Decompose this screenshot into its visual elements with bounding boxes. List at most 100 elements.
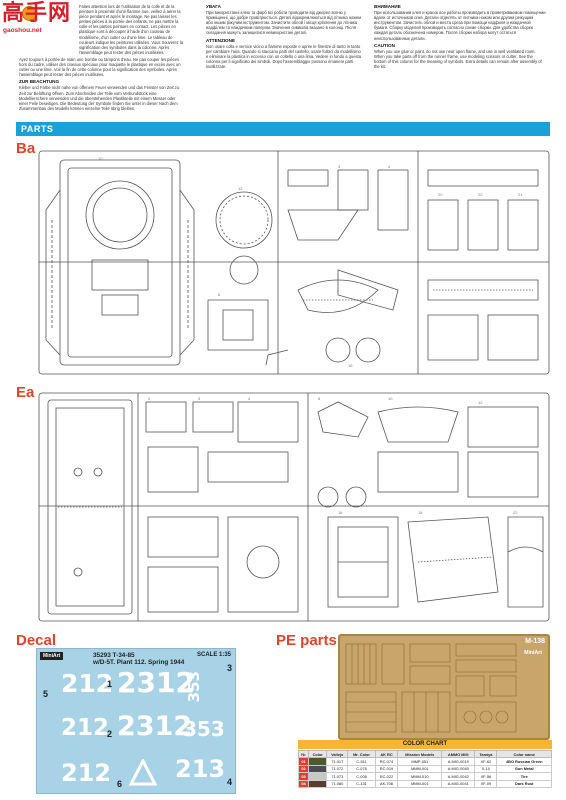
- warnings-column-ru-en: ВНИМАНИЕ При использовании клея и красок…: [374, 4, 546, 71]
- color-chart-table: № Color Vallejo Mr. Color AK RC Mission …: [297, 750, 552, 788]
- decal-marker: 3: [227, 663, 233, 673]
- column-header: №: [297, 750, 310, 758]
- decal-sheet: MiniArt 35293 T-34-85 w/D-5T. Plant 112.…: [36, 648, 236, 794]
- svg-text:22: 22: [478, 192, 483, 197]
- warning-ru-text: При использовании клея и красок все рабо…: [374, 10, 546, 41]
- warning-de-text: Kleber und Farbe nicht nahe von offenem …: [19, 85, 180, 111]
- pe-fret: M-138 MiniArt: [338, 634, 550, 740]
- section-label-decal: Decal: [16, 632, 57, 649]
- color-swatch: [308, 757, 328, 766]
- warning-fr-more: Ayez toujours à portée de main une bombe…: [19, 56, 181, 78]
- warning-ua-title: УВАГА: [206, 4, 221, 9]
- column-header: Color: [308, 750, 328, 758]
- svg-text:10: 10: [388, 396, 393, 401]
- decal-title-line2: w/D-5T. Plant 112. Spring 1944: [93, 659, 185, 667]
- svg-text:15: 15: [348, 363, 353, 368]
- mission-code: MMP-051: [397, 757, 443, 766]
- vallejo-code: 71.017: [326, 757, 349, 766]
- svg-text:3: 3: [338, 164, 341, 169]
- decal-marker: 4: [227, 777, 233, 787]
- vallejo-code: 71.080: [326, 779, 349, 788]
- column-header: AK RC: [374, 750, 399, 758]
- color-swatch: [308, 779, 328, 788]
- row-number: 03: [297, 772, 310, 781]
- tamiya-code: X-10: [474, 764, 498, 773]
- decal-marker: 1: [107, 679, 113, 689]
- warning-ua-text: При використанні клею та фарб всі роботи…: [206, 10, 362, 36]
- decal-scale: SCALE 1:35: [196, 652, 231, 658]
- svg-text:2: 2: [148, 396, 151, 401]
- akrc-code: AK-708: [374, 779, 399, 788]
- warning-en-title: CAUTION: [374, 42, 395, 48]
- mr-color-code: C-131: [347, 779, 376, 788]
- color-swatch: [308, 772, 328, 781]
- warning-en-text: When you use glue or paint, do not use n…: [374, 48, 542, 70]
- mascot-icon: [22, 6, 37, 21]
- svg-text:6: 6: [218, 292, 221, 297]
- table-row: 03 71.073 C-008 RC-022 MMM-010 A.MIG-004…: [297, 772, 552, 781]
- warning-it-text: Non usare colla e vernice vicino a fiamm…: [206, 43, 361, 70]
- svg-text:21: 21: [518, 192, 523, 197]
- vallejo-code: 71.073: [326, 772, 349, 781]
- svg-text:8: 8: [318, 396, 321, 401]
- mr-color-code: C-008: [347, 772, 376, 781]
- table-row: 01 71.017 C-511 RC-074 MMP-051 A.MIG-001…: [297, 757, 552, 766]
- color-name: Dark Rust: [496, 779, 552, 788]
- pe-code: M-138: [525, 638, 545, 645]
- column-header: Mr. Color: [347, 750, 376, 758]
- decal-number: 212: [61, 715, 110, 741]
- svg-text:10: 10: [98, 156, 103, 161]
- column-header: Mission Models: [397, 750, 443, 758]
- decal-number: 213: [175, 755, 226, 783]
- color-chart-header-row: № Color Vallejo Mr. Color AK RC Mission …: [297, 750, 552, 758]
- decal-marker: 2: [107, 729, 113, 739]
- decal-number: 353: [183, 717, 225, 741]
- table-row: 04 71.080 C-131 AK-708 MMM-001 A.MIG-004…: [297, 779, 552, 788]
- decal-marker: 6: [117, 779, 123, 789]
- svg-text:18: 18: [418, 510, 423, 515]
- svg-text:16: 16: [338, 510, 343, 515]
- decal-marker: 5: [43, 689, 49, 699]
- mr-color-code: C-511: [347, 757, 376, 766]
- pe-fret-drawing: [345, 643, 517, 733]
- akrc-code: RC-019: [374, 764, 399, 773]
- section-label-ea: Ea: [16, 384, 35, 401]
- svg-text:4: 4: [248, 396, 251, 401]
- column-header: Color name: [496, 750, 552, 758]
- watermark-url: gaoshou.net: [3, 27, 42, 34]
- akrc-code: RC-074: [374, 757, 399, 766]
- decal-number: 212: [61, 759, 112, 787]
- column-header: Vallejo: [326, 750, 349, 758]
- column-header: AMMO MIG: [441, 750, 476, 758]
- svg-text:20: 20: [438, 192, 443, 197]
- tamiya-code: XF-09: [474, 779, 498, 788]
- color-name: Tire: [496, 772, 552, 781]
- warning-fr-text: Faites attention lors de l'utilisation d…: [79, 4, 183, 55]
- mission-code: MMM-001: [397, 764, 443, 773]
- decal-number: 2312: [117, 711, 193, 742]
- parts-header-bar: PARTS: [16, 122, 550, 136]
- tamiya-code: XF-62: [474, 757, 498, 766]
- warning-it-title: ATTENZIONE: [206, 37, 236, 43]
- decal-title: 35293 T-34-85 w/D-5T. Plant 112. Spring …: [93, 652, 184, 667]
- decal-number: 353: [185, 671, 203, 703]
- section-label-pe: PE parts: [276, 632, 337, 649]
- decal-number: 2312: [117, 666, 195, 699]
- mission-code: MMM-010: [397, 772, 443, 781]
- svg-text:4: 4: [388, 164, 391, 169]
- ammo-code: A.MIG-0045: [441, 764, 476, 773]
- ammo-code: A.MIG-0019: [441, 757, 476, 766]
- row-number: 02: [297, 764, 310, 773]
- warnings-column-ua-it: УВАГА При використанні клею та фарб всі …: [206, 4, 362, 71]
- akrc-code: RC-022: [374, 772, 399, 781]
- table-row: 02 71.072 C-078 RC-019 MMM-001 A.MIG-004…: [297, 764, 552, 773]
- decal-brand-logo: MiniArt: [40, 652, 64, 660]
- color-chart: COLOR CHART № Color Vallejo Mr. Color AK…: [297, 740, 552, 796]
- section-label-ba: Ba: [16, 140, 36, 157]
- tamiya-code: XF-56: [474, 772, 498, 781]
- decal-title-line1: 35293 T-34-85: [93, 652, 135, 659]
